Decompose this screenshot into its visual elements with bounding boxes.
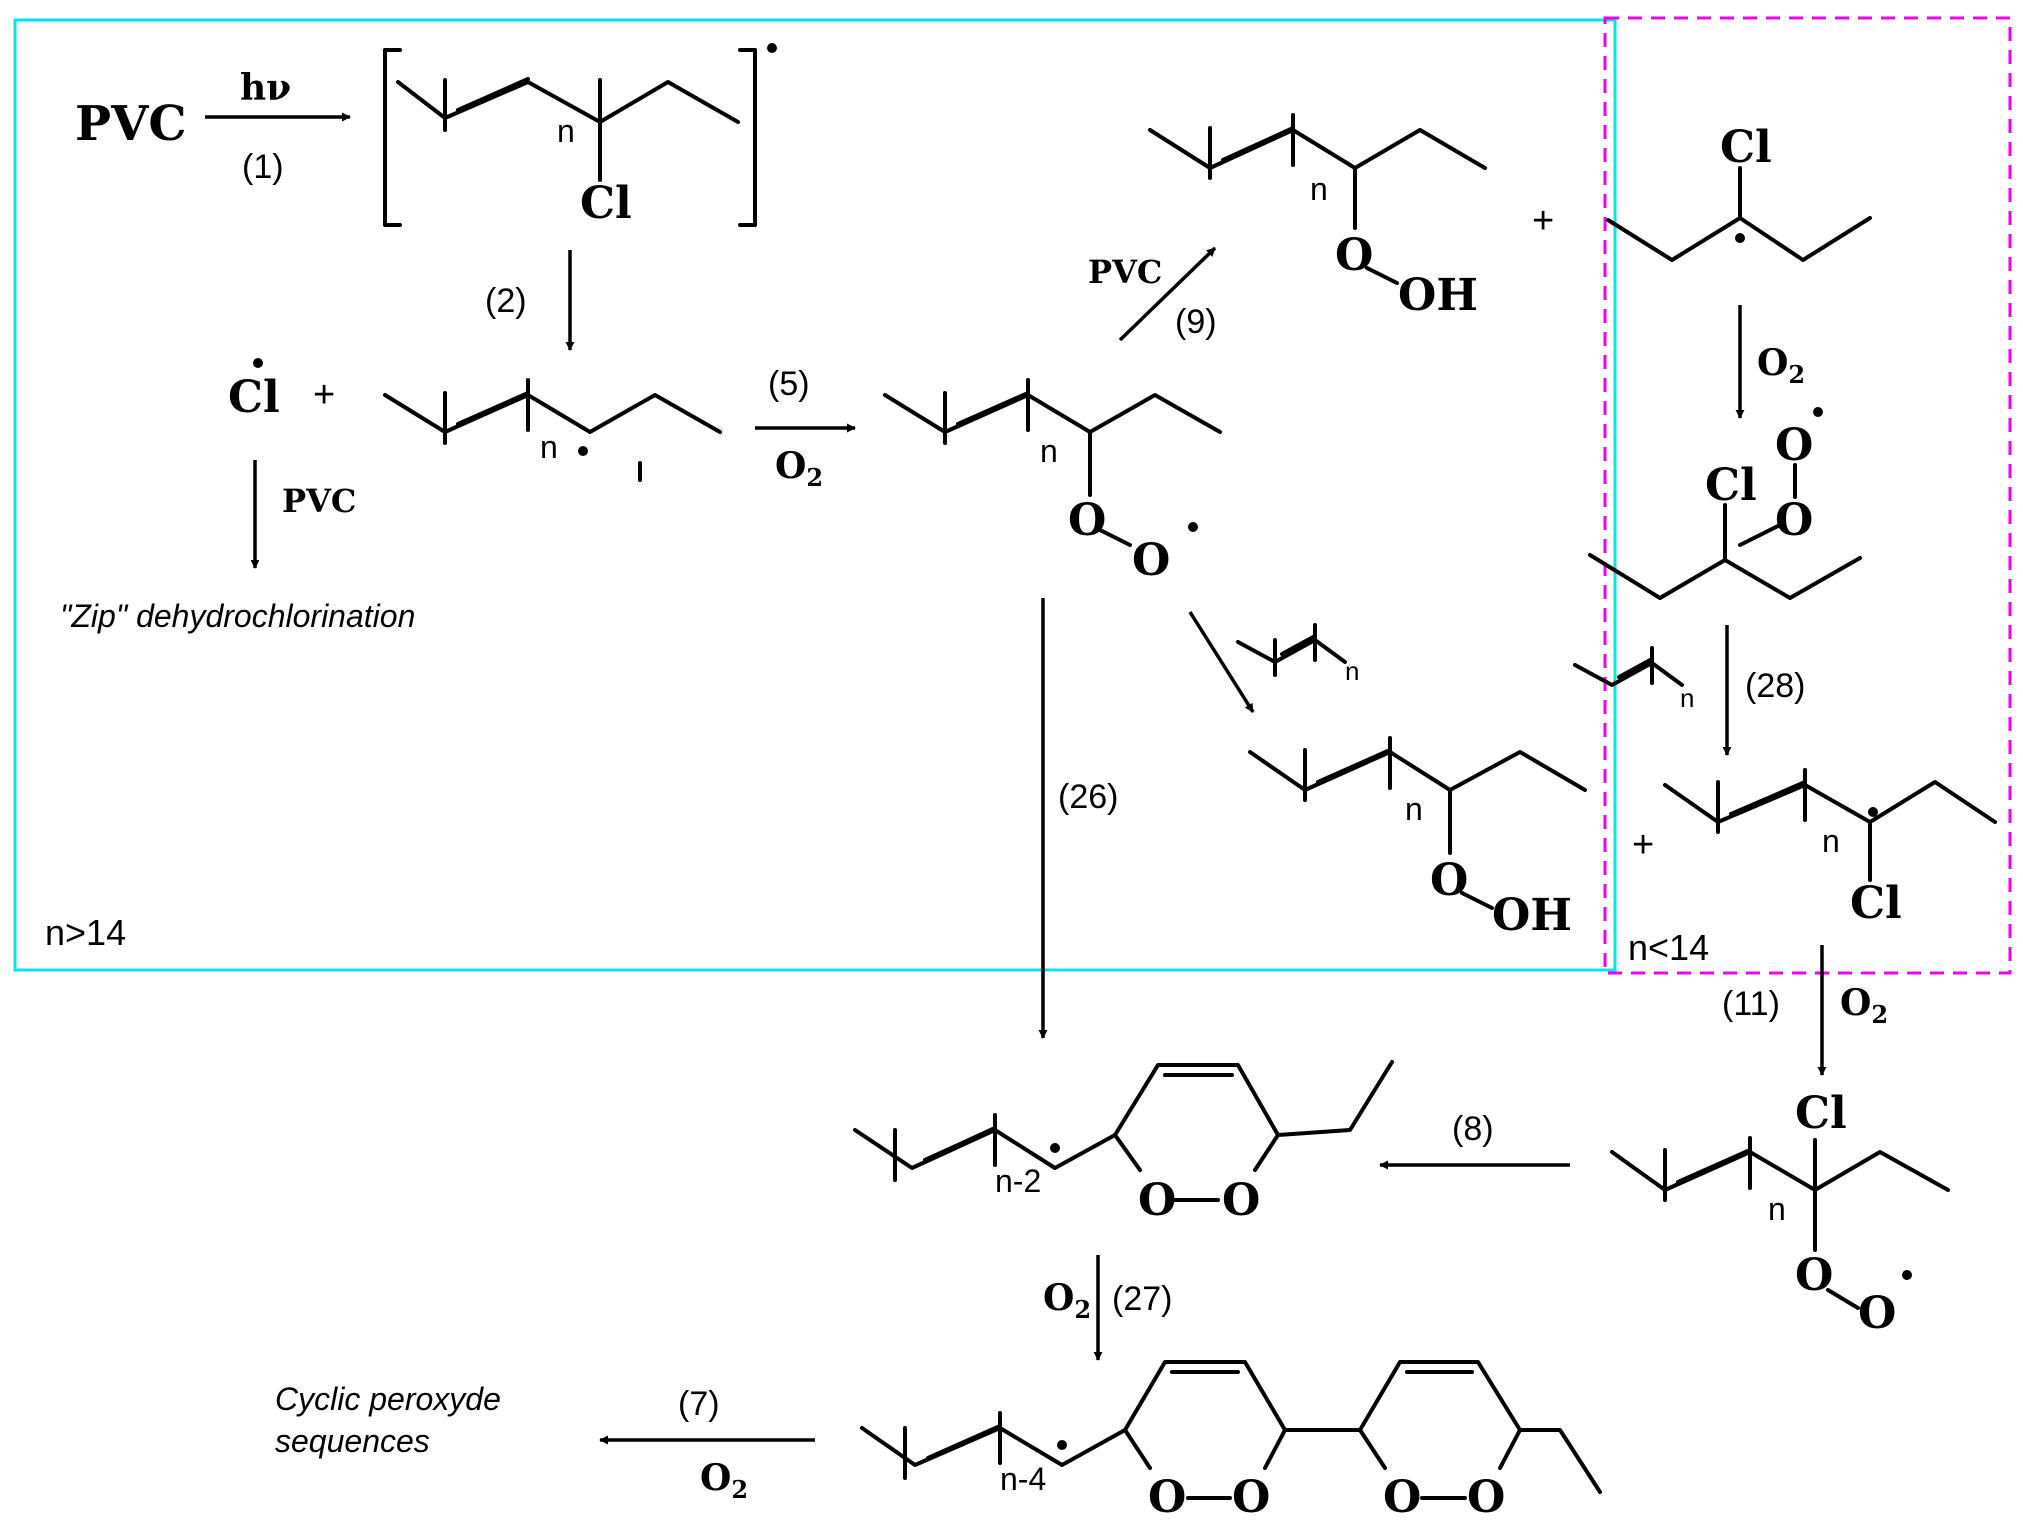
- o-label-cyc1-2: O: [1222, 1175, 1260, 1226]
- n-subscript-1: n: [557, 113, 575, 149]
- polyene-reagent-b: [1573, 646, 1684, 687]
- chloroperoxy-radical: [1588, 407, 1862, 600]
- cyclic-peroxide-1: [853, 1060, 1394, 1202]
- chloropolyene-radical: [1663, 768, 1997, 882]
- region-n-lt-14-label: n<14: [1628, 927, 1709, 968]
- n-subscript-8: n: [1822, 823, 1840, 859]
- step-8-label: (8): [1452, 1110, 1494, 1148]
- hydroperoxide-top: [1148, 113, 1487, 285]
- step-9-label: (9): [1175, 303, 1217, 341]
- o-label-right-1: O: [1775, 420, 1813, 471]
- cl-label-1: Cl: [580, 178, 632, 229]
- o-label-right-2: O: [1775, 495, 1813, 546]
- o-label-hp-top: O: [1335, 230, 1373, 281]
- chloroperoxy-polyene: [1610, 1136, 1950, 1310]
- step-2-label: (2): [485, 282, 527, 320]
- o-label-right-4: O: [1858, 1288, 1896, 1339]
- plus-2: +: [1532, 200, 1554, 242]
- cyclic-peroxyde-label-1: Cyclic peroxyde: [275, 1381, 501, 1417]
- step-26-label: (26): [1058, 778, 1118, 816]
- o-label-hp-mid: O: [1430, 855, 1468, 906]
- pvc-reactant: PVC: [75, 96, 187, 152]
- step-1-label: (1): [242, 148, 284, 186]
- plus-3: +: [1632, 824, 1654, 866]
- step-28-label: (28): [1745, 667, 1805, 705]
- n-minus-2-subscript: n-2: [995, 1163, 1041, 1199]
- step-7-label: (7): [678, 1385, 720, 1423]
- o-label-cyc2-3: O: [1383, 1472, 1421, 1523]
- cyclic-peroxide-2: [860, 1360, 1602, 1500]
- pvc-label-step-9: PVC: [1088, 253, 1162, 291]
- cl-label-right-4: Cl: [1795, 1088, 1847, 1139]
- chloroalkyl-radical: [1606, 166, 1872, 262]
- n-subscript-4: n: [1310, 171, 1328, 207]
- o-label-cyc2-2: O: [1232, 1472, 1270, 1523]
- cl-label-right-3: Cl: [1850, 878, 1902, 929]
- pvc-label-zip: PVC: [282, 482, 356, 520]
- o-label-cyc1-1: O: [1138, 1175, 1176, 1226]
- step-11-label: (11): [1722, 985, 1780, 1023]
- o-label-peroxy-2: O: [1132, 535, 1170, 586]
- o-label-cyc2-1: O: [1148, 1472, 1186, 1523]
- o-label-peroxy-1: O: [1068, 495, 1106, 546]
- arrow-to-hydroperoxide: [1188, 611, 1255, 713]
- n-subscript-2: n: [540, 429, 558, 465]
- n-subscript-5: n: [1345, 656, 1359, 686]
- peroxy-radical: [883, 378, 1222, 547]
- n-subscript-7: n: [1405, 791, 1423, 827]
- hydroperoxide-mid: [1248, 736, 1587, 910]
- o-label-cyc2-4: O: [1467, 1472, 1505, 1523]
- chloropolyene-radical-cation: [383, 43, 777, 227]
- n-subscript-6: n: [1680, 683, 1694, 713]
- polyene-reagent-a: [1236, 623, 1347, 677]
- o2-step-11: O2: [1840, 982, 1888, 1029]
- region-n-gt-14-label: n>14: [45, 912, 126, 953]
- cl-radical: Cl: [228, 372, 280, 423]
- o2-step-5: O2: [775, 445, 823, 492]
- plus-1: +: [313, 374, 335, 416]
- polyene-radical: [383, 378, 722, 482]
- hv-label: hν: [240, 67, 291, 109]
- n-minus-4-subscript: n-4: [1000, 1461, 1046, 1497]
- o2-right: O2: [1757, 342, 1805, 389]
- region-n-lt-14-box: [1603, 16, 2012, 975]
- step-5-label: (5): [768, 365, 810, 403]
- n-subscript-9: n: [1768, 1191, 1786, 1227]
- n-subscript-3: n: [1040, 433, 1058, 469]
- cl-label-right-1: Cl: [1720, 122, 1772, 173]
- region-n-gt-14-box: [13, 18, 1617, 972]
- o2-step-27: O2: [1043, 1277, 1091, 1324]
- cl-label-right-2: Cl: [1705, 460, 1757, 511]
- cyclic-peroxyde-label-2: sequences: [275, 1423, 430, 1459]
- oh-label-hp-mid: OH: [1492, 890, 1572, 941]
- o2-step-7: O2: [700, 1457, 748, 1504]
- o-label-right-3: O: [1795, 1250, 1833, 1301]
- oh-label-hp-top: OH: [1398, 270, 1478, 321]
- arrow-step-9: [1118, 246, 1217, 342]
- step-27-label: (27): [1112, 1280, 1172, 1318]
- zip-dehydrochlorination: "Zip" dehydrochlorination: [60, 598, 415, 634]
